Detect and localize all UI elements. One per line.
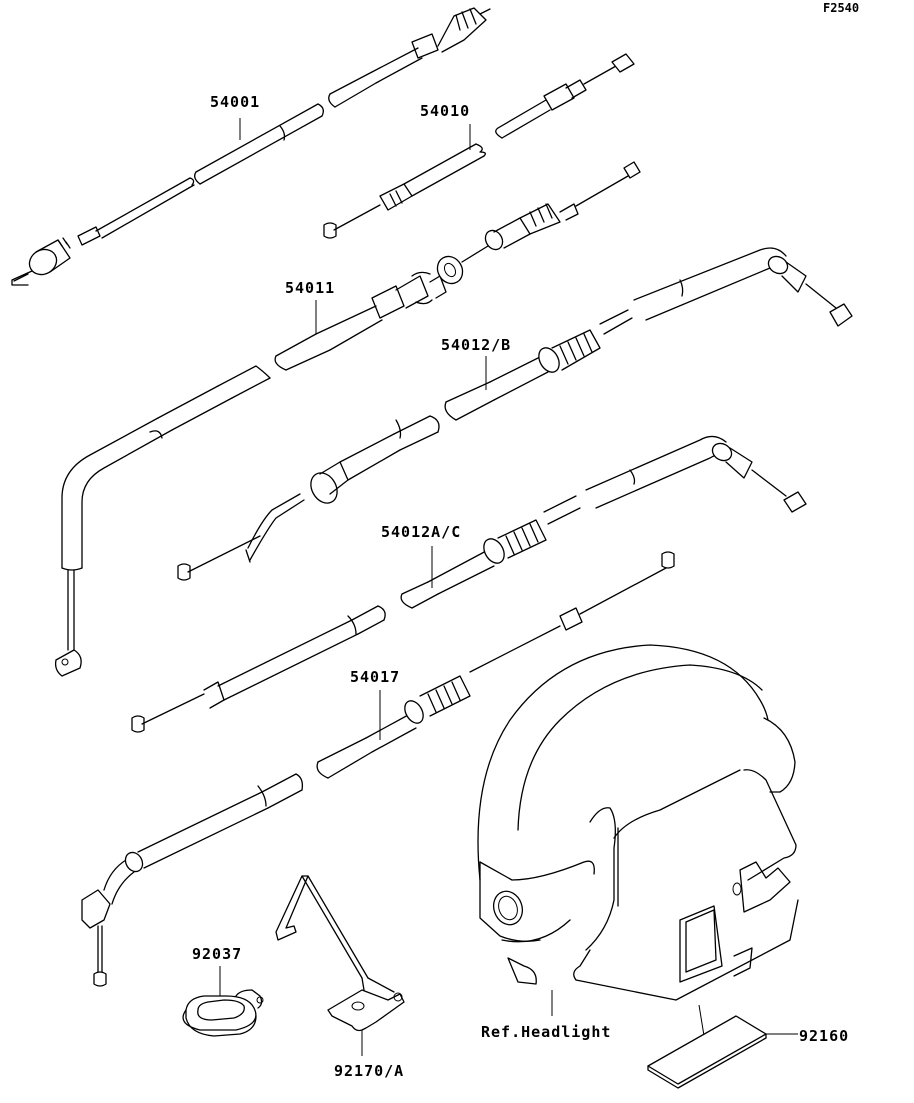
- part-92160[interactable]: 92160: [647, 1015, 849, 1089]
- part-92037[interactable]: 92037: [182, 945, 264, 1037]
- label-92160: 92160: [799, 1027, 849, 1045]
- label-ref-headlight: Ref.Headlight: [481, 1023, 611, 1041]
- label-54011: 54011: [285, 279, 335, 297]
- diagram-code: F2540: [823, 1, 859, 15]
- part-54001[interactable]: 54001: [11, 7, 491, 286]
- label-54012ac: 54012A/C: [381, 523, 461, 541]
- label-54017: 54017: [350, 668, 400, 686]
- label-54010: 54010: [420, 102, 470, 120]
- part-54010[interactable]: 54010: [323, 53, 635, 239]
- label-54001: 54001: [210, 93, 260, 111]
- part-54017[interactable]: 54017: [81, 551, 675, 987]
- part-92170a[interactable]: 92170/A: [275, 875, 405, 1080]
- label-92170a: 92170/A: [334, 1062, 404, 1080]
- label-54012b: 54012/B: [441, 336, 511, 354]
- part-54011[interactable]: 54011: [54, 161, 641, 677]
- label-92037: 92037: [192, 945, 242, 963]
- part-54012b[interactable]: 54012/B: [177, 247, 853, 581]
- part-54012ac[interactable]: 54012A/C: [131, 435, 807, 733]
- headlight-reference: Ref.Headlight: [477, 644, 799, 1049]
